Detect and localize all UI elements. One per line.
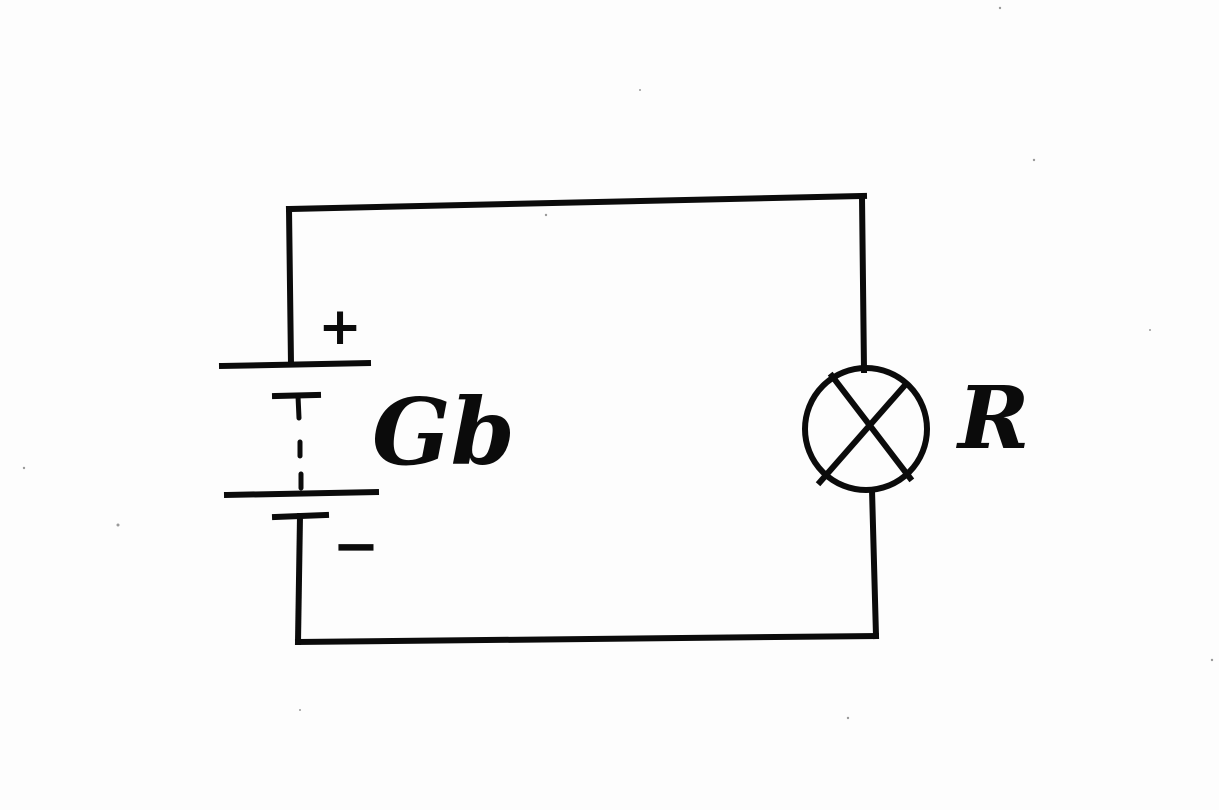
battery-connector-1 [295, 393, 302, 421]
lamp-label: R [955, 368, 1029, 469]
paper-noise [22, 6, 1214, 720]
battery-dashes [297, 439, 304, 491]
wire-left-lower [294, 512, 304, 646]
battery-positive-sign: + [318, 297, 362, 357]
wire-right-lower [868, 486, 880, 640]
battery-negative-sign: − [333, 514, 380, 579]
lamp-symbol [802, 365, 930, 493]
battery-symbol [218, 359, 380, 521]
battery-plate-positive-long [218, 359, 372, 370]
wire-top [285, 192, 868, 213]
wire-right-upper [858, 193, 868, 374]
battery-plate-long-2 [223, 488, 380, 499]
wire-bottom [294, 632, 880, 646]
battery-plate-negative-short [271, 511, 330, 521]
wire-left-upper [285, 205, 295, 368]
lamp-circle [802, 365, 930, 493]
lamp-cross-2 [815, 379, 911, 487]
battery-label: Gb [372, 378, 515, 486]
